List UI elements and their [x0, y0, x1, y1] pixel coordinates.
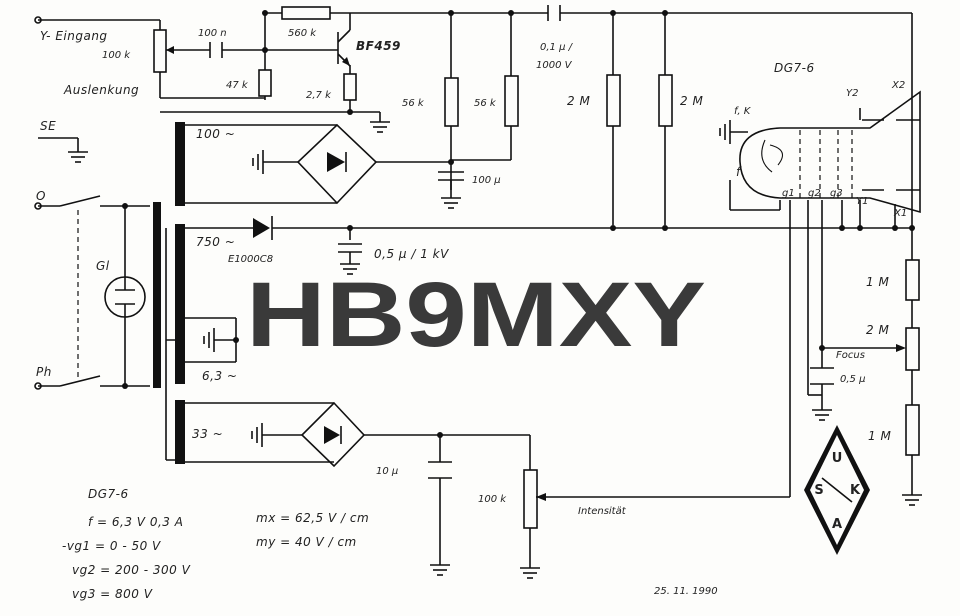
junction-dots — [122, 10, 915, 438]
label-se: SE — [40, 119, 56, 133]
label-v750: 750 ~ — [196, 235, 235, 249]
uska-logo — [804, 425, 870, 555]
wiring — [34, 12, 913, 568]
logo-letter-s: S — [814, 483, 823, 498]
label-r56k-a: 56 k — [402, 98, 425, 109]
logo-letter-k: K — [850, 483, 861, 498]
label-fk: f, K — [734, 106, 752, 117]
spec-row-3: vg2 = 200 - 300 V — [72, 563, 191, 577]
label-tube: DG7-6 — [774, 61, 815, 75]
spec-row-2: -vg1 = 0 - 50 V — [62, 539, 161, 553]
label-o: O — [36, 189, 46, 203]
logo-letter-u: U — [832, 451, 843, 466]
label-gl: Gl — [96, 259, 110, 273]
label-cap-01u: 0,1 µ / — [540, 42, 574, 53]
label-r2m-focus: 2 M — [866, 323, 889, 337]
label-deflection: Auslenkung — [63, 83, 139, 97]
date-mark: 25. 11. 1990 — [654, 586, 718, 597]
label-r2m-b: 2 M — [680, 94, 703, 108]
callsign-title: HB9MXY — [246, 264, 706, 366]
label-focus: Focus — [836, 350, 865, 361]
label-diode: E1000C8 — [228, 254, 273, 265]
label-r27k: 2,7 k — [306, 90, 332, 101]
label-r1m-b: 1 M — [868, 429, 891, 443]
label-y1: Y1 — [856, 196, 868, 207]
label-g2: g2 — [808, 188, 821, 199]
label-r1m-a: 1 M — [866, 275, 889, 289]
spec-title: DG7-6 — [88, 487, 129, 501]
spec-row-1: f = 6,3 V 0,3 A — [88, 515, 183, 529]
label-r47k: 47 k — [226, 80, 249, 91]
glow-lamp — [104, 276, 146, 318]
label-f: f — [736, 165, 742, 179]
transistor-bf459 — [337, 29, 351, 67]
label-r56k-b: 56 k — [474, 98, 497, 109]
label-y-input: Y- Eingang — [40, 29, 108, 43]
label-intensity: Intensität — [578, 506, 627, 517]
label-v100: 100 ~ — [196, 127, 235, 141]
label-pot-100k: 100 k — [102, 50, 131, 61]
spec-row-4: vg3 = 800 V — [72, 587, 153, 601]
resistors — [153, 6, 920, 529]
label-v33: 33 ~ — [192, 427, 223, 441]
label-r2m-a: 2 M — [567, 94, 590, 108]
label-x2: X2 — [891, 80, 905, 91]
label-cap-100n: 100 n — [198, 28, 227, 39]
hv-diode — [253, 216, 273, 240]
label-x1: X1 — [893, 208, 907, 219]
label-cap-05u: 0,5 µ — [840, 374, 865, 385]
label-transistor: BF459 — [356, 39, 401, 53]
transformers — [153, 122, 185, 464]
crt-tube — [739, 90, 921, 214]
label-cap-1000v: 1000 V — [536, 60, 573, 71]
capacitors — [209, 5, 834, 479]
bridge-rectifiers — [296, 123, 378, 468]
spec-sens-y: my = 40 V / cm — [256, 535, 357, 549]
label-cap-10u: 10 µ — [376, 466, 398, 477]
label-g3: g3 — [830, 188, 843, 199]
label-pot-100k-int: 100 k — [478, 494, 507, 505]
label-g1: g1 — [782, 188, 795, 199]
label-cap-100u: 100 µ — [472, 175, 501, 186]
label-v63: 6,3 ~ — [202, 369, 237, 383]
logo-letter-a: A — [832, 517, 842, 532]
label-ph: Ph — [36, 365, 52, 379]
spec-sens-x: mx = 62,5 V / cm — [256, 511, 369, 525]
ground-symbols — [68, 120, 922, 579]
label-y2: Y2 — [846, 88, 858, 99]
label-r560k: 560 k — [288, 28, 317, 39]
label-cap-05u1kv: 0,5 µ / 1 kV — [374, 247, 449, 261]
